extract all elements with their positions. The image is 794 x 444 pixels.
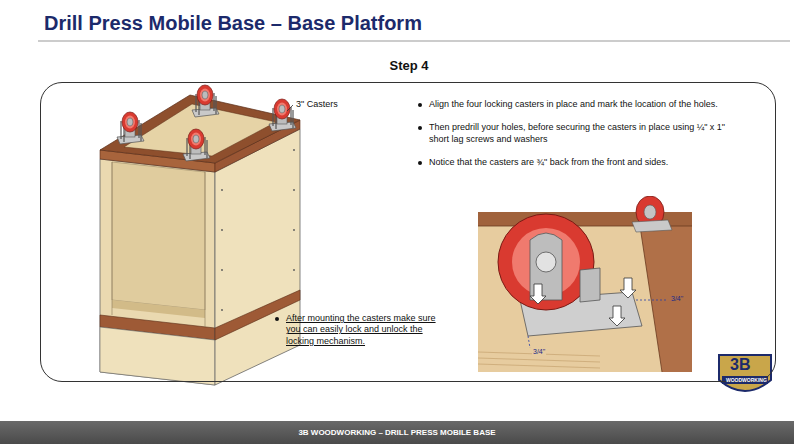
mounting-note: After mounting the casters make sure you… (286, 313, 441, 347)
page-title: Drill Press Mobile Base – Base Platform (44, 11, 422, 36)
part-label: 3" Casters (296, 99, 338, 110)
instruction-bullet: Align the four locking casters in place … (429, 99, 729, 110)
footer-band: 3B WOODWORKING – DRILL PRESS MOBILE BASE (0, 421, 794, 444)
step-panel: Step 4Align the four locking casters in … (40, 82, 776, 382)
logo-mark: 3B (730, 355, 750, 375)
bullet-dot (275, 317, 279, 321)
logo-text: WOODWORKING (726, 377, 767, 384)
footer-text: 3B WOODWORKING – DRILL PRESS MOBILE BASE (0, 421, 794, 444)
instruction-bullet: Notice that the casters are ¾" back from… (429, 157, 729, 168)
step-heading: Step 4 (41, 58, 777, 74)
bullet-dot (418, 161, 422, 165)
dimension-label: 3/4" (670, 295, 684, 304)
instruction-bullet: Then predrill your holes, before securin… (429, 122, 729, 145)
bullet-dot (418, 103, 422, 107)
dimension-label: 3/4" (532, 348, 546, 357)
bullet-dot (418, 126, 422, 130)
